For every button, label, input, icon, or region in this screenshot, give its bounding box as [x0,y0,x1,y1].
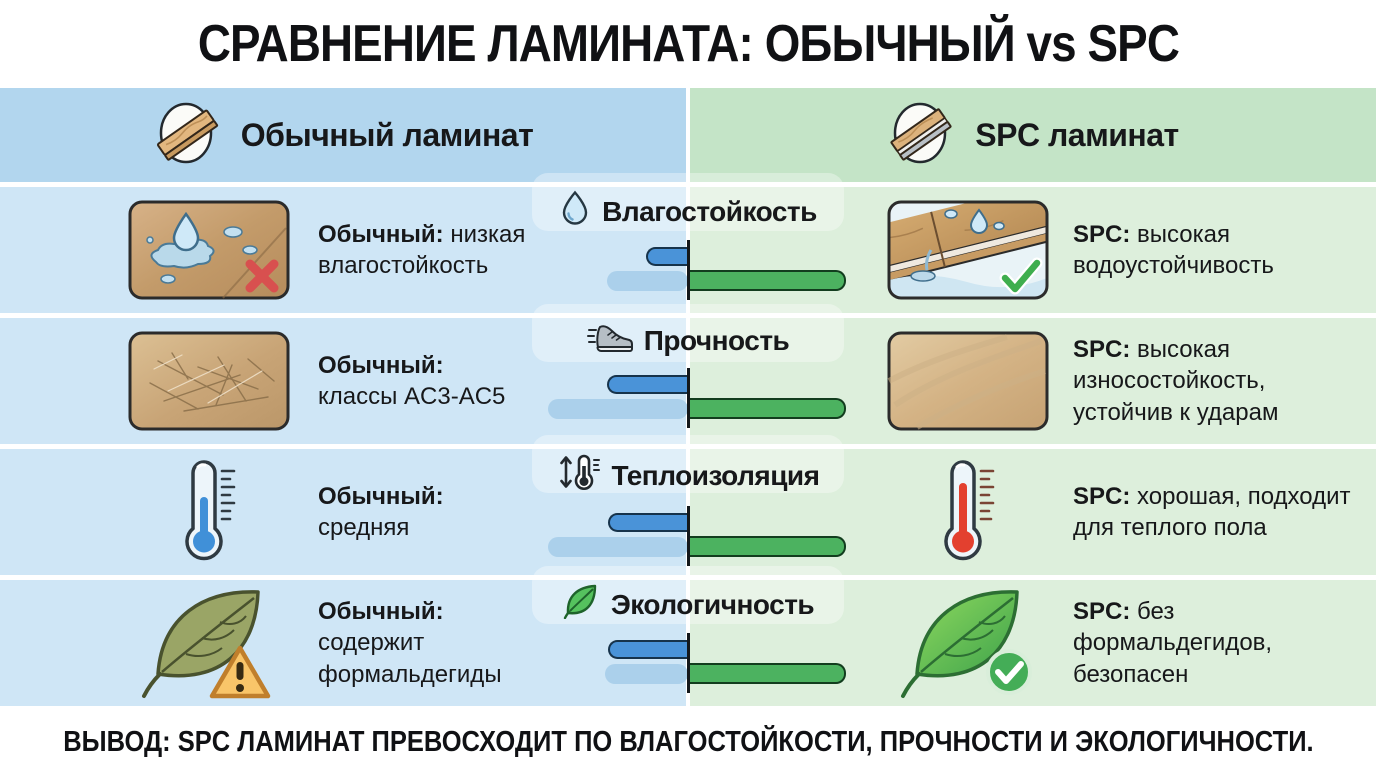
column-headers: Обычный ламинат SPC ламинат [0,88,1376,182]
header-spc-label: SPC ламинат [975,116,1179,153]
durability-regular-cell: Обычный: классы AC3-AC5 [0,318,686,444]
row-divider [0,575,1376,580]
header-regular-label: Обычный ламинат [240,116,534,153]
moisture-regular-text: Обычный: низкая влагостойкость [318,220,526,279]
metric-tab [532,304,844,362]
scratched-wood-image [128,331,290,431]
moisture-spc-text: SPC: высокая водоустойчивость [1073,220,1274,279]
insulation-spc-text: SPC: хорошая, подходит для теплого пола [1073,482,1351,541]
insulation-regular-text: Обычный: средняя [318,482,444,541]
row-divider [0,182,1376,187]
durability-spc-text: SPC: высокая износостойкость, устойчив к… [1073,336,1279,426]
row-divider [0,706,1376,711]
metric-tab [532,173,844,231]
eco-spc-cell: SPC: без формальдегидов, безопасен [690,580,1376,706]
row-divider [0,444,1376,449]
conclusion-band: ВЫВОД: SPC ЛАМИНАТ ПРЕВОСХОДИТ ПО ВЛАГОС… [0,711,1376,768]
red-thermometer-icon [887,457,1049,567]
durability-regular-text: Обычный: классы AC3-AC5 [318,351,506,410]
check-icon [986,649,1032,695]
spc-plank-icon [887,100,953,171]
green-leaf-check-icon [887,586,1049,700]
warning-icon [209,645,271,699]
row-divider [0,313,1376,318]
column-divider [686,88,690,182]
durability-spc-cell: SPC: высокая износостойкость, устойчив к… [690,318,1376,444]
plank-icon [153,100,219,171]
check-icon [999,257,1043,295]
blue-thermometer-icon [128,457,290,567]
clean-wood-image [887,331,1049,431]
insulation-spc-cell: SPC: хорошая, подходит для теплого пола [690,449,1376,575]
conclusion-text: ВЫВОД: SPC ЛАМИНАТ ПРЕВОСХОДИТ ПО ВЛАГОС… [62,725,1314,758]
metric-row-insulation: Обычный: средняя SPC: хорошая, подходит … [0,435,1376,575]
eco-spc-text: SPC: без формальдегидов, безопасен [1073,598,1273,688]
metric-row-moisture: Обычный: низкая влагостойкость [0,173,1376,313]
water-resistant-plank-image [887,200,1049,300]
metric-tab [532,435,844,493]
page-title: СРАВНЕНИЕ ЛАМИНАТА: ОБЫЧНЫЙ vs SPC [197,15,1179,73]
header-regular-laminate: Обычный ламинат [0,88,686,182]
eco-regular-text: Обычный: содержит формальдегиды [318,598,502,688]
title-band: СРАВНЕНИЕ ЛАМИНАТА: ОБЫЧНЫЙ vs SPC [0,0,1376,88]
header-spc-laminate: SPC ламинат [690,88,1376,182]
insulation-regular-cell: Обычный: средняя [0,449,686,575]
metric-row-durability: Обычный: классы AC3-AC5 [0,304,1376,444]
metric-row-eco: Обычный: содержит формальдегиды [0,566,1376,706]
wet-wood-image [128,200,290,300]
leaf-warning-icon [128,586,290,700]
cross-icon [245,259,279,293]
metric-tab [532,566,844,624]
moisture-spc-cell: SPC: высокая водоустойчивость [690,187,1376,313]
